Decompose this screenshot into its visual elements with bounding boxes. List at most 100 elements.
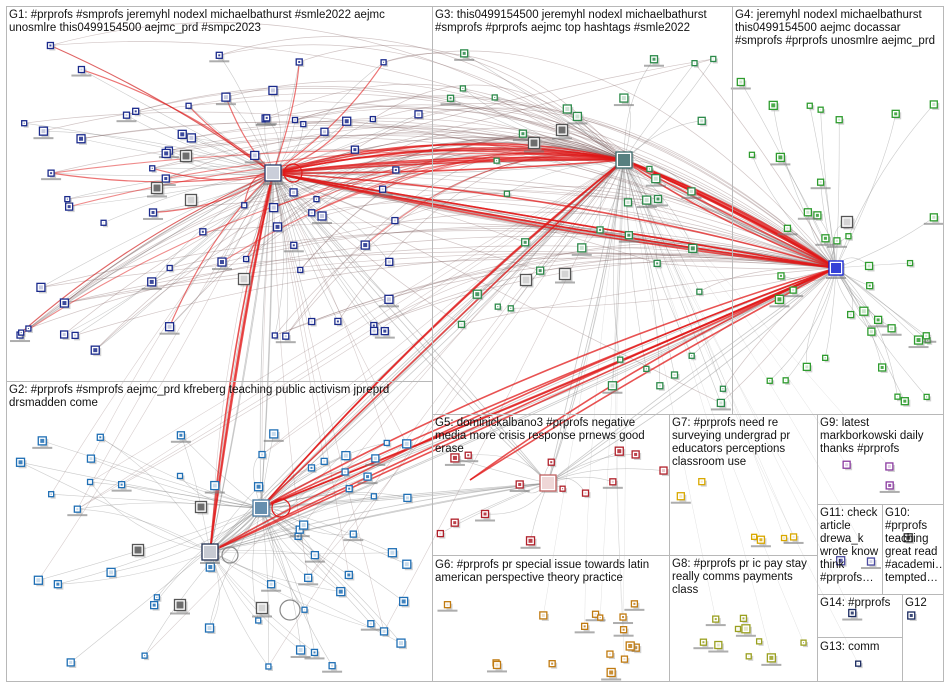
node-box [642,195,652,205]
edge [547,159,625,484]
graph-node [903,533,915,544]
graph-node [391,216,400,226]
node-box [341,450,351,461]
graph-node [320,457,330,467]
node-label-tick [777,233,798,236]
node-label-tick [32,446,53,449]
graph-node [36,282,47,294]
graph-node [155,174,176,187]
edge [260,267,837,509]
node-fill [383,329,387,333]
node-fill [887,464,891,468]
node-fill [255,502,267,514]
edge [260,507,341,592]
node-box [714,640,723,650]
node-fill [869,330,873,334]
edge [547,267,837,484]
node-fill [310,211,313,214]
graph-node [15,457,27,469]
node-label-tick [868,325,889,328]
node-label-tick [670,501,691,504]
graph-node [360,240,372,252]
edge [169,138,625,327]
node-label-tick [475,519,496,522]
node-fill [404,562,409,567]
node-fill [310,466,313,469]
edge [259,172,274,509]
edge [209,507,262,629]
node-fill [850,611,854,615]
node-fill [373,495,375,497]
graph-node [602,381,623,394]
node-fill [387,260,391,264]
graph-node [170,431,191,443]
graph-node [643,365,651,374]
node-fill [208,565,213,570]
node-fill [575,114,580,119]
node-box [866,557,876,566]
node-box [609,478,617,486]
edge [209,551,385,632]
graph-node [149,165,157,173]
graph-node [76,134,88,145]
edge [543,159,625,616]
node-fill [298,60,301,63]
node-box [59,330,69,339]
edge [547,267,837,484]
node-box [414,110,423,119]
node-fill [338,589,343,594]
node-box [864,261,874,271]
node-box [656,382,664,390]
node-fill [153,184,161,192]
node-label-tick [923,222,944,225]
edge [581,159,625,249]
node-fill [149,279,154,284]
node-fill [103,222,105,224]
edge [20,462,211,553]
node-label-tick [879,490,900,493]
graph-node [372,185,393,197]
graph-node [255,617,263,625]
edge [260,482,549,509]
hub-node [615,151,634,170]
node-fill [240,275,248,283]
node-box [741,624,751,634]
node-fill [245,258,247,260]
edge [720,267,837,404]
node-box [929,100,938,109]
node-box [310,550,320,560]
node-fill [156,596,158,598]
node-box [887,324,896,333]
edge [272,172,386,332]
graph-node [275,332,296,344]
node-box [698,477,706,486]
graph-node [810,178,831,190]
graph-node [800,639,809,648]
node-box [385,257,394,267]
node-box [255,601,269,615]
graph-node [90,345,102,357]
graph-node [688,243,699,255]
edge [272,172,312,322]
edge [169,228,837,269]
graph-node [923,393,932,402]
node-label-tick [645,184,666,187]
node-box [802,362,811,372]
edge [100,437,211,553]
node-fill [656,262,659,265]
node-fill [494,96,496,98]
graph-node [602,478,623,489]
node-label-tick [647,204,668,207]
node-box [266,580,276,589]
edge [272,171,659,200]
graph-node [908,335,929,349]
node-fill [50,493,52,495]
node-fill [626,200,630,204]
node-box [519,273,533,287]
node-label-tick [842,618,863,621]
edge [316,152,625,200]
graph-node [766,377,775,386]
edge [20,462,262,509]
node-label-tick [275,341,296,344]
node-box [308,209,316,217]
